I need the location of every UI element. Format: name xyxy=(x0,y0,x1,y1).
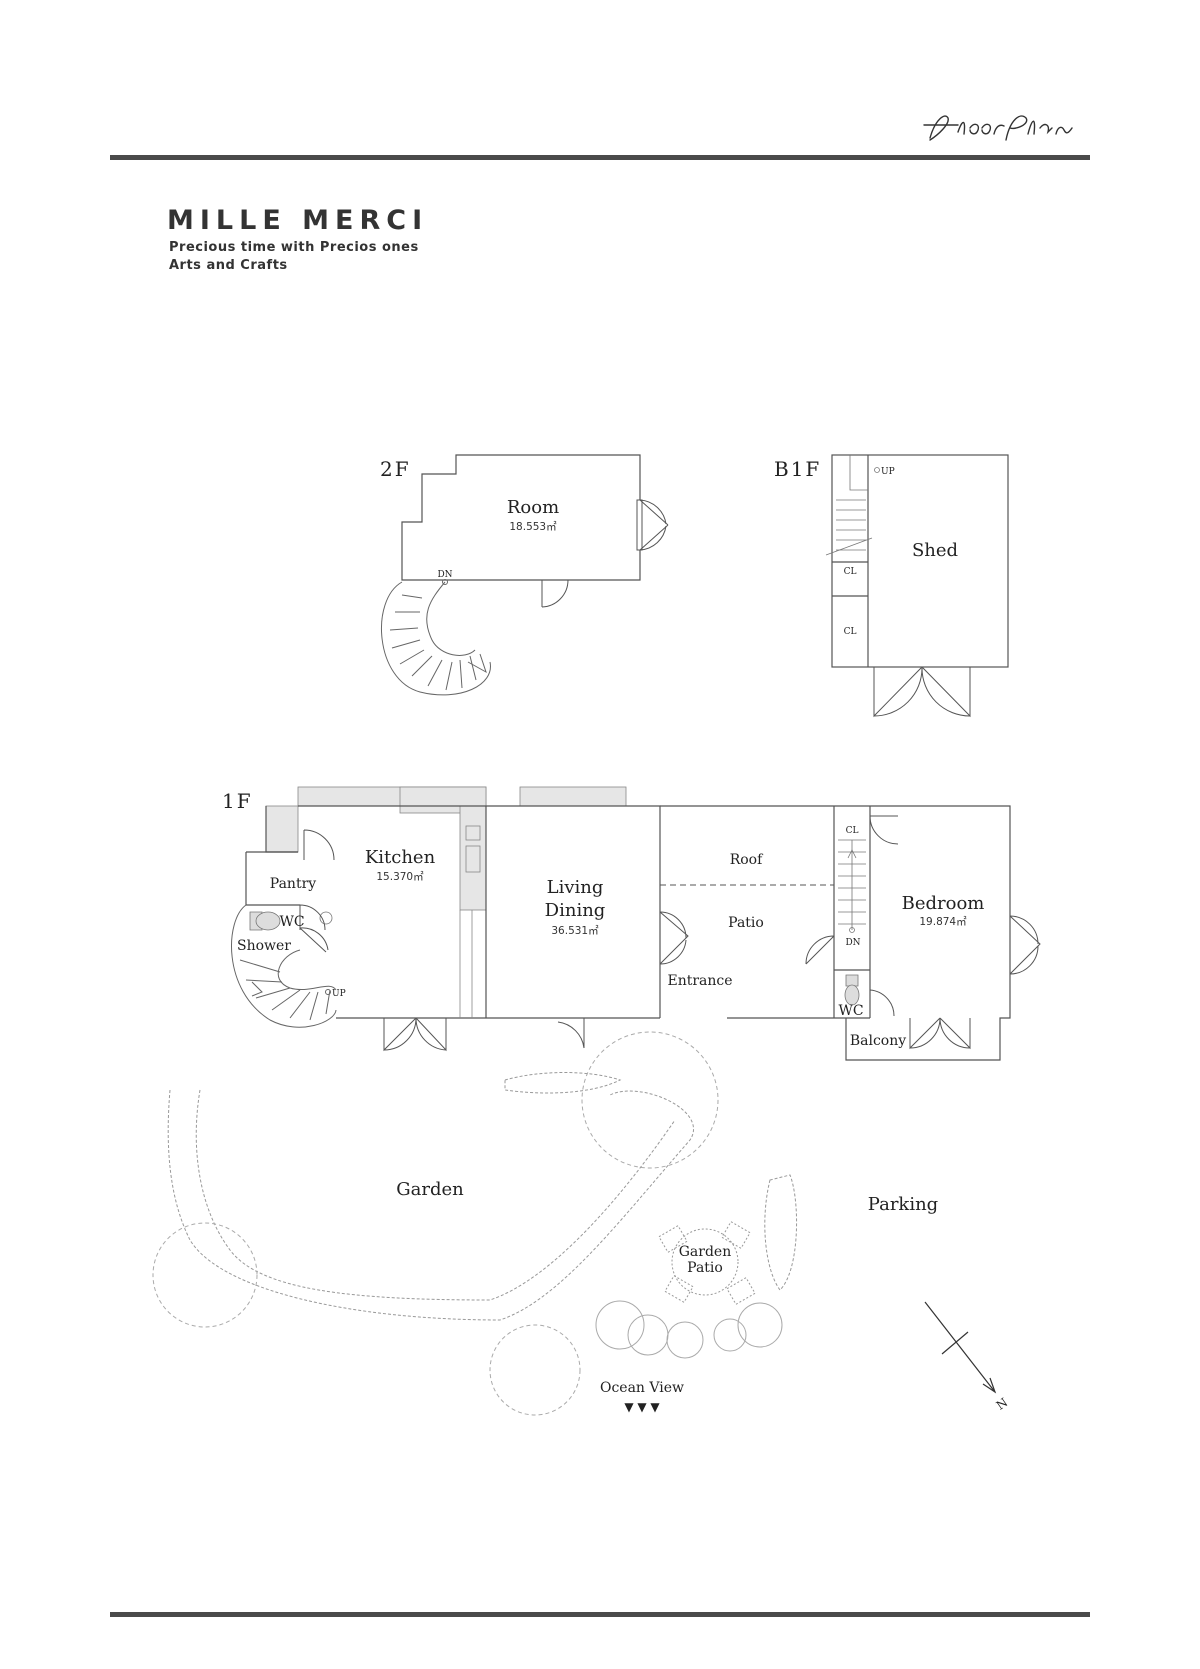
shower-label: Shower xyxy=(237,938,291,954)
wc-right-label: WC xyxy=(838,1003,863,1019)
parking-label: Parking xyxy=(868,1194,938,1215)
bedroom-name: Bedroom xyxy=(902,893,985,914)
floor-label-2f: 2F xyxy=(380,457,411,481)
door-b1f-double xyxy=(873,666,971,718)
garden-patio-table xyxy=(658,1221,756,1305)
brand-tagline: Precious time with Precios ones xyxy=(169,240,419,255)
wc-left-label: WC xyxy=(279,914,304,930)
shed-name: Shed xyxy=(912,540,958,561)
brand-category: Arts and Crafts xyxy=(169,258,288,273)
floor-label-b1f: B1F xyxy=(774,457,821,481)
kitchen-name: Kitchen xyxy=(365,847,436,868)
patio-label: Patio xyxy=(728,915,764,931)
room-2f-outline xyxy=(401,454,641,581)
door-2f-bottom xyxy=(541,579,569,608)
doors-1f xyxy=(299,815,1041,1052)
ocean-view-label: Ocean View xyxy=(600,1380,684,1396)
stair-1f-right xyxy=(838,839,866,933)
stair-1f-up: UP xyxy=(332,989,346,999)
garden-hedges xyxy=(167,1072,798,1321)
bedroom-area: 19.874㎡ xyxy=(919,916,967,928)
living-area: 36.531㎡ xyxy=(551,925,599,937)
bottom-rule xyxy=(110,1612,1090,1617)
door-2f-right xyxy=(636,499,669,551)
living-name-line2: Dining xyxy=(545,900,606,921)
stair-1f-dn: DN xyxy=(845,938,860,948)
closet-1f-label: CL xyxy=(846,826,859,836)
shed-outline xyxy=(831,454,1009,668)
spiral-stair-1f xyxy=(231,904,337,1028)
floor-plan-signature xyxy=(923,115,1073,141)
top-rule xyxy=(110,155,1090,160)
kitchen-area: 15.370㎡ xyxy=(376,871,424,883)
room-2f-name: Room xyxy=(507,497,559,518)
stair-b1f-up: UP xyxy=(881,467,895,477)
b1f-closet-2: CL xyxy=(844,627,857,637)
north-arrow-icon xyxy=(924,1301,997,1394)
north-label: N xyxy=(994,1395,1011,1412)
door-pantry-wc xyxy=(299,904,326,931)
room-2f-area: 18.553㎡ xyxy=(509,521,557,533)
roof-label: Roof xyxy=(730,852,764,868)
garden-patio-label-line2: Patio xyxy=(687,1260,723,1276)
walls-1f xyxy=(245,805,1011,1061)
b1f-closet-1: CL xyxy=(844,567,857,577)
garden-label: Garden xyxy=(396,1179,464,1200)
floor-label-1f: 1F xyxy=(222,789,253,813)
garden-patio-label-line1: Garden xyxy=(679,1244,732,1260)
counters-1f xyxy=(265,786,627,911)
brand-title: MILLE MERCI xyxy=(167,205,429,236)
ocean-view-arrows: ▼ ▼ ▼ xyxy=(624,1400,660,1414)
spiral-stair-2f xyxy=(381,579,491,696)
garden-trees xyxy=(152,1031,783,1416)
pass-through-1f xyxy=(459,825,481,1018)
entrance-label: Entrance xyxy=(667,973,732,989)
pantry-label: Pantry xyxy=(270,876,316,892)
stair-b1f xyxy=(825,455,880,556)
living-name-line1: Living xyxy=(547,877,604,898)
stair-2f-dn: DN xyxy=(437,570,452,580)
fixtures-1f xyxy=(249,911,860,1006)
balcony-label: Balcony xyxy=(850,1033,906,1049)
